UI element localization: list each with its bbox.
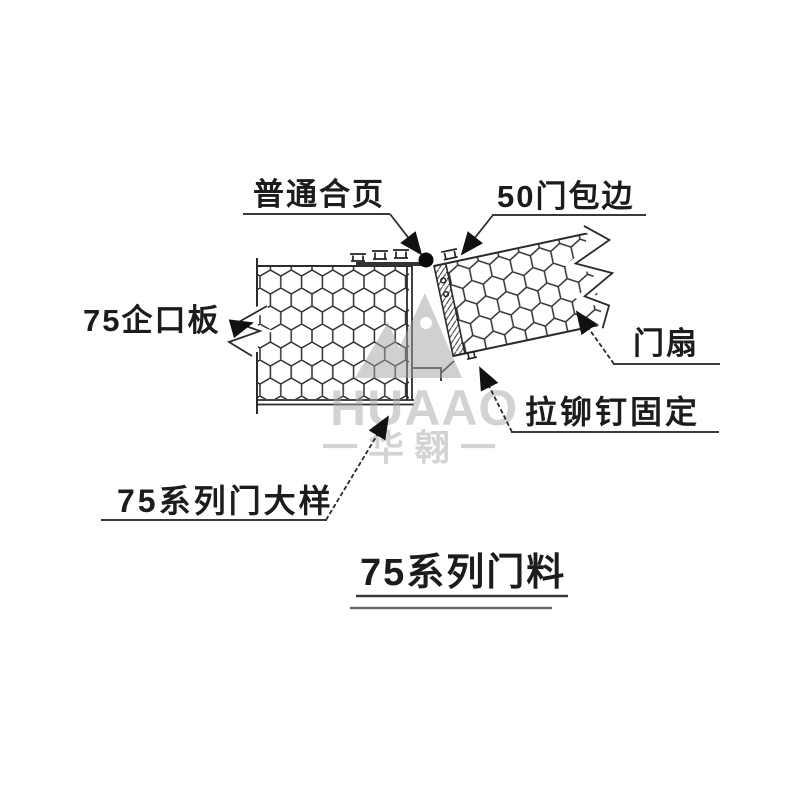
hinge-knuckle [418, 252, 434, 268]
label-detail: 75系列门大样 [117, 483, 334, 519]
edge-screw [443, 290, 450, 298]
door-leaf-core [445, 233, 604, 354]
label-panel: 75企口板 [83, 303, 220, 338]
watermark-brand-cn-text: 一华翱一 [322, 427, 506, 468]
label-rivet: 拉铆钉固定 [525, 394, 700, 430]
leader-detail [325, 415, 390, 521]
watermark-logo-peak-large [385, 293, 462, 378]
label-edge-wrap: 50门包边 [497, 179, 634, 214]
drawing-title: 75系列门料 [360, 552, 566, 594]
leader-edge-wrap [460, 214, 494, 256]
watermark-logo-dot [420, 317, 432, 329]
edge-screw [440, 277, 447, 284]
break-symbol-left [218, 302, 274, 360]
hinge-bolts [350, 249, 409, 262]
label-door-leaf: 门扇 [633, 326, 699, 361]
break-symbol-door [563, 221, 624, 330]
leader-door-leaf [575, 310, 615, 365]
door-leaf-drawing [433, 221, 624, 360]
label-hinge: 普通合页 [253, 177, 385, 212]
watermark: HUAAO 一华翱一 [322, 293, 517, 468]
leader-rivet [479, 366, 513, 433]
pull-rivet [464, 350, 478, 360]
leader-panel [228, 319, 254, 339]
leader-hinge [389, 213, 423, 256]
door-bolt [441, 248, 458, 261]
